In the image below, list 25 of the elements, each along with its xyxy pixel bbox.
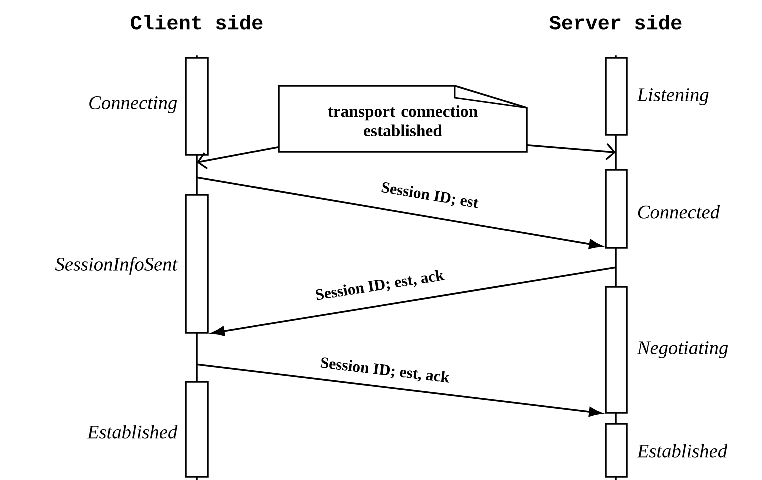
activation-bar <box>605 169 628 249</box>
arrow <box>196 176 602 250</box>
arrow <box>212 266 616 336</box>
arrow <box>197 146 279 170</box>
note-box: transport connection established <box>278 85 528 153</box>
activation-bar <box>185 194 209 334</box>
edge-label: Session ID; est <box>378 179 482 213</box>
edge-label: Session ID; est, ack <box>318 354 452 388</box>
arrow <box>196 364 602 417</box>
edge-label: Session ID; est, ack <box>312 267 448 305</box>
activation-bar <box>605 57 628 136</box>
activation-bar <box>605 423 628 478</box>
state-label: Connecting <box>90 96 178 114</box>
state-label: Established <box>637 444 728 458</box>
activation-bar <box>185 381 209 478</box>
column-heading: Server side <box>550 14 682 30</box>
state-label: SessionInfoSent <box>55 257 178 275</box>
state-label: Negotiating <box>637 342 728 358</box>
activation-bar <box>185 57 209 156</box>
state-label: Established <box>87 425 178 439</box>
activation-bar <box>605 286 628 414</box>
column-heading: Client side <box>131 14 263 30</box>
arrow <box>527 143 616 161</box>
state-label: Connected <box>638 205 720 219</box>
state-label: Listening <box>637 88 709 106</box>
